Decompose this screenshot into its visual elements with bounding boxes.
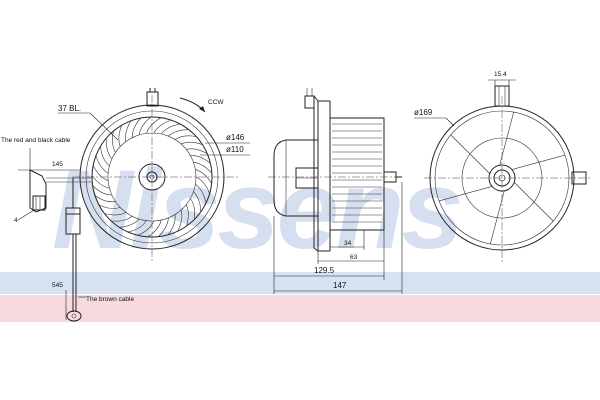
fan-blade [177,209,183,232]
motor-side-icon: 34 63 129.5 147 [268,88,403,294]
fan-blade [125,120,132,142]
fan-blade [190,155,211,164]
fan-blade [157,217,169,237]
dim-34: 34 [344,240,352,247]
fan-blade [128,220,147,233]
fan-blade [105,138,113,160]
dim-545: 545 [52,282,63,289]
pink-band [0,295,600,322]
pin-label: 4 [14,217,18,224]
blue-band [0,272,600,294]
housing-spoke [513,182,554,222]
fan-blade [104,212,126,216]
housing-spoke [438,186,493,202]
fan-blade [195,176,210,194]
dim-63: 63 [350,254,358,261]
side-motor-body [273,139,318,217]
cable-brown-label: The brown cable [86,296,134,303]
fan-blade [186,148,208,154]
fan-blade [94,195,116,203]
fan-blade [111,216,133,222]
fan-blade [119,218,140,228]
back-top-connector [494,85,510,107]
resistor-icon [65,178,82,322]
fan-blade [112,130,116,153]
fan-blade [153,119,172,134]
fan-blade [161,123,181,135]
front-top-connector [146,91,159,107]
housing-back-icon: 15.4 ø169 [414,71,590,262]
fan-blade [92,185,112,196]
fan-blade [195,169,212,184]
housing-spoke [511,154,566,170]
fan-blade [131,117,142,138]
fan-blade [167,214,176,235]
fan-blade [185,204,189,227]
fan-blade [146,117,162,134]
housing-spoke [450,134,491,174]
fan-blade [118,124,123,147]
fan-blade [147,219,162,238]
dim-15-4: 15.4 [494,71,507,78]
fan-blade [193,162,213,174]
inner-diameter-label: ø110 [226,145,244,154]
fan-wheel-icon [91,116,213,238]
fan-blade [190,198,196,220]
fan-blade [180,141,203,145]
fan-blade [95,155,109,174]
blades-label: 37 BL. [58,104,81,113]
fan-blade [100,146,110,167]
connector-plug-icon [29,169,92,213]
fan-blade [174,135,197,140]
fan-blade [137,220,155,236]
cable-red-black-label: The red and black cable [1,137,71,144]
rotation-label: CCW [208,99,224,106]
fan-blade [98,204,121,209]
dim-145: 145 [52,161,63,168]
front-view: 37 BL. CCW ø146 ø110 The red and black c… [1,88,250,322]
dim-147: 147 [333,281,347,290]
back-diameter-label: ø169 [414,108,433,117]
fan-blade [193,191,202,212]
dim-129-5: 129.5 [314,266,335,275]
outer-diameter-label: ø146 [226,133,245,142]
watermark-text: Nissens [52,147,461,272]
fan-blade [195,184,207,204]
fan-blade [92,165,109,181]
fan-blade [138,116,152,135]
fan-blade [168,129,189,137]
